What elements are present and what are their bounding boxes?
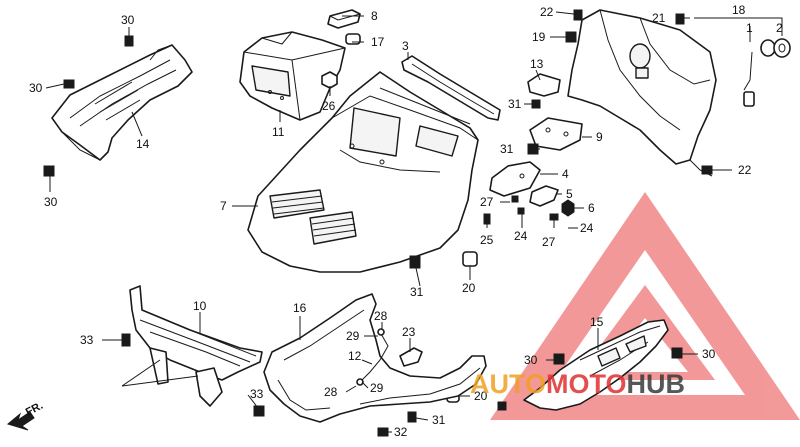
callout-6: 6 (588, 201, 595, 215)
part-5-clip (529, 185, 559, 207)
callout-28: 28 (374, 309, 388, 323)
callout-33: 33 (250, 387, 264, 401)
callout-labels: 30 30 30 14 8 17 26 11 3 7 22 19 13 31 3… (29, 3, 783, 439)
part-10-frame-bracket (129, 285, 263, 407)
part-11-upper-box (239, 31, 346, 121)
callout-4: 4 (562, 167, 569, 181)
callout-13: 13 (530, 57, 544, 71)
watermark-text: AUTOMOTOHUB (470, 369, 685, 399)
callout-17: 17 (371, 35, 385, 49)
leader-lines (45, 11, 783, 433)
callout-20: 20 (474, 389, 488, 403)
callout-16: 16 (293, 301, 307, 315)
part-18-inner-panel (567, 9, 717, 177)
callout-32: 32 (394, 425, 408, 439)
svg-text:AUTOMOTOHUB: AUTOMOTOHUB (470, 369, 685, 399)
callout-31: 31 (500, 142, 514, 156)
callout-24: 24 (580, 221, 594, 235)
watermark-hub: HUB (627, 369, 686, 399)
callout-11: 11 (272, 125, 285, 139)
callout-7: 7 (220, 199, 227, 213)
callout-30: 30 (29, 81, 43, 95)
callout-30: 30 (702, 347, 716, 361)
callout-5: 5 (566, 187, 573, 201)
part-12-wire (356, 328, 423, 386)
part-8-cap (327, 9, 361, 29)
callout-29: 29 (346, 329, 360, 343)
callout-27: 27 (542, 235, 556, 249)
watermark-moto: MOTO (546, 369, 627, 399)
callout-15: 15 (590, 315, 604, 329)
callout-22: 22 (738, 163, 752, 177)
callout-10: 10 (193, 299, 207, 313)
part-1-2-cable (743, 38, 791, 107)
part-16-lower-trim (263, 293, 487, 423)
callout-2: 2 (776, 21, 783, 35)
part-15-lower-panel (523, 319, 669, 411)
part-7-front-cover (247, 71, 479, 273)
part-13-bracket (527, 73, 561, 97)
front-direction-label: FR. (24, 400, 45, 419)
part-6-nut (561, 199, 575, 217)
callout-33: 33 (80, 333, 94, 347)
callout-30: 30 (524, 353, 538, 367)
callout-25: 25 (480, 233, 494, 247)
callout-8: 8 (371, 9, 378, 23)
part-26-nut (321, 71, 338, 89)
callout-23: 23 (402, 325, 416, 339)
callout-31: 31 (432, 413, 446, 427)
front-direction-arrow (6, 411, 35, 431)
callout-21: 21 (652, 11, 666, 25)
part-14-side-cover (51, 44, 193, 161)
watermark-auto: AUTO (470, 369, 546, 399)
callout-12: 12 (348, 349, 362, 363)
callout-26: 26 (322, 99, 336, 113)
part-4-lid (489, 161, 541, 197)
callout-18: 18 (732, 3, 746, 17)
callout-28: 28 (324, 385, 338, 399)
callout-31: 31 (410, 285, 424, 299)
callout-30: 30 (44, 195, 58, 209)
callout-24: 24 (514, 229, 528, 243)
callout-14: 14 (136, 137, 150, 151)
callout-19: 19 (532, 30, 546, 44)
part-3-trim-strip (401, 55, 501, 121)
callout-29: 29 (370, 381, 384, 395)
callout-1: 1 (746, 21, 753, 35)
callout-22: 22 (540, 5, 554, 19)
callout-27: 27 (480, 195, 494, 209)
callout-3: 3 (402, 39, 409, 53)
callout-9: 9 (596, 130, 603, 144)
callout-31: 31 (508, 97, 522, 111)
callout-30: 30 (121, 13, 135, 27)
callout-20: 20 (462, 281, 476, 295)
